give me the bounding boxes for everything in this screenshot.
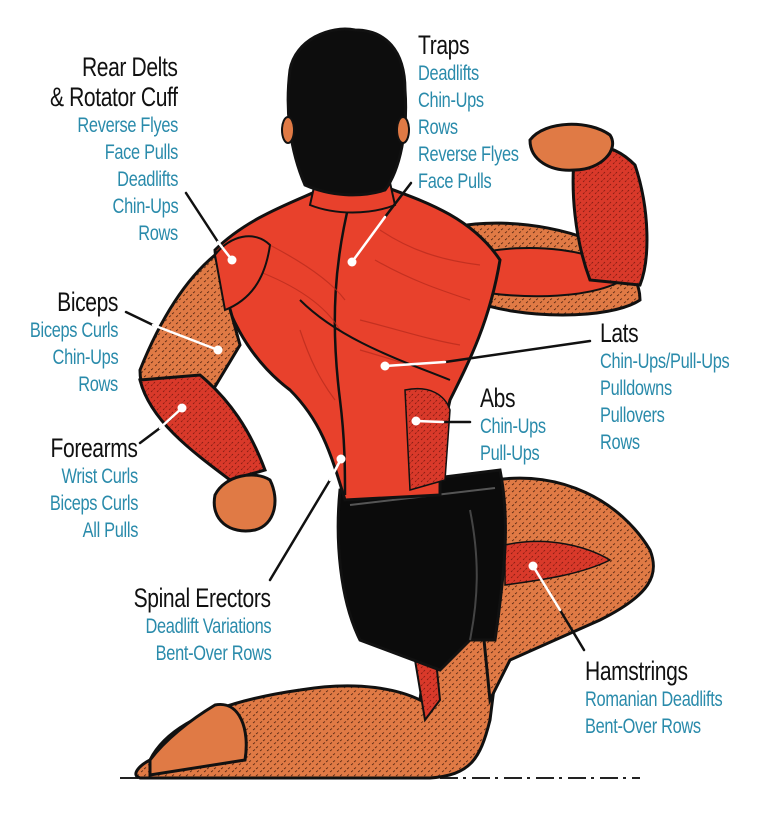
- exercise-item: Chin-Ups: [52, 346, 118, 369]
- label-title: Traps: [418, 30, 470, 60]
- label-title: Biceps: [57, 287, 118, 317]
- exercise-item: Pullovers: [600, 404, 665, 427]
- exercise-item: Pulldowns: [600, 377, 672, 400]
- exercise-item: Face Pulls: [104, 141, 179, 164]
- label-traps: Traps Deadlifts Chin-Ups Rows Reverse Fl…: [418, 30, 547, 195]
- exercise-item: Bent-Over Rows: [585, 715, 701, 738]
- label-rear-delts: Rear Delts & Rotator Cuff Reverse Flyes …: [14, 52, 178, 247]
- exercise-item: Reverse Flyes: [418, 143, 519, 166]
- exercise-item: Chin-Ups/Pull-Ups: [600, 350, 730, 373]
- exercise-item: All Pulls: [82, 519, 139, 542]
- exercise-item: Rows: [418, 116, 458, 139]
- label-title: & Rotator Cuff: [50, 82, 178, 112]
- label-title: Forearms: [51, 433, 138, 463]
- exercise-item: Chin-Ups: [480, 415, 546, 438]
- exercise-item: Chin-Ups: [418, 89, 484, 112]
- leader-lines: [124, 181, 592, 652]
- label-hamstrings: Hamstrings Romanian Deadlifts Bent-Over …: [585, 656, 761, 740]
- exercise-item: Rows: [78, 373, 118, 396]
- exercise-item: Romanian Deadlifts: [585, 688, 723, 711]
- label-title: Spinal Erectors: [134, 583, 271, 613]
- exercise-item: Rows: [600, 431, 640, 454]
- label-title: Hamstrings: [585, 656, 688, 686]
- exercise-item: Bent-Over Rows: [155, 642, 271, 665]
- label-forearms: Forearms Wrist Curls Biceps Curls All Pu…: [25, 433, 139, 544]
- exercise-item: Chin-Ups: [112, 195, 178, 218]
- exercise-item: Face Pulls: [418, 170, 492, 193]
- label-title: Lats: [600, 318, 639, 348]
- exercise-item: Reverse Flyes: [77, 114, 178, 137]
- label-spinal-erectors: Spinal Erectors Deadlift Variations Bent…: [95, 583, 271, 667]
- label-biceps: Biceps Biceps Curls Chin-Ups Rows: [5, 287, 119, 398]
- label-lats: Lats Chin-Ups/Pull-Ups Pulldowns Pullove…: [600, 318, 766, 456]
- exercise-item: Biceps Curls: [49, 492, 139, 515]
- label-title: Abs: [480, 383, 516, 413]
- label-title: Rear Delts: [82, 52, 178, 82]
- exercise-item: Deadlift Variations: [145, 615, 271, 638]
- label-abs: Abs Chin-Ups Pull-Ups: [480, 383, 564, 467]
- left-arm: [138, 235, 277, 533]
- head: [281, 27, 410, 214]
- exercise-item: Biceps Curls: [29, 319, 119, 342]
- exercise-item: Wrist Curls: [61, 465, 139, 488]
- exercise-item: Deadlifts: [418, 62, 479, 85]
- front-leg: [478, 476, 655, 706]
- exercise-item: Pull-Ups: [480, 442, 540, 465]
- exercise-item: Rows: [138, 222, 178, 245]
- exercise-item: Deadlifts: [117, 168, 178, 191]
